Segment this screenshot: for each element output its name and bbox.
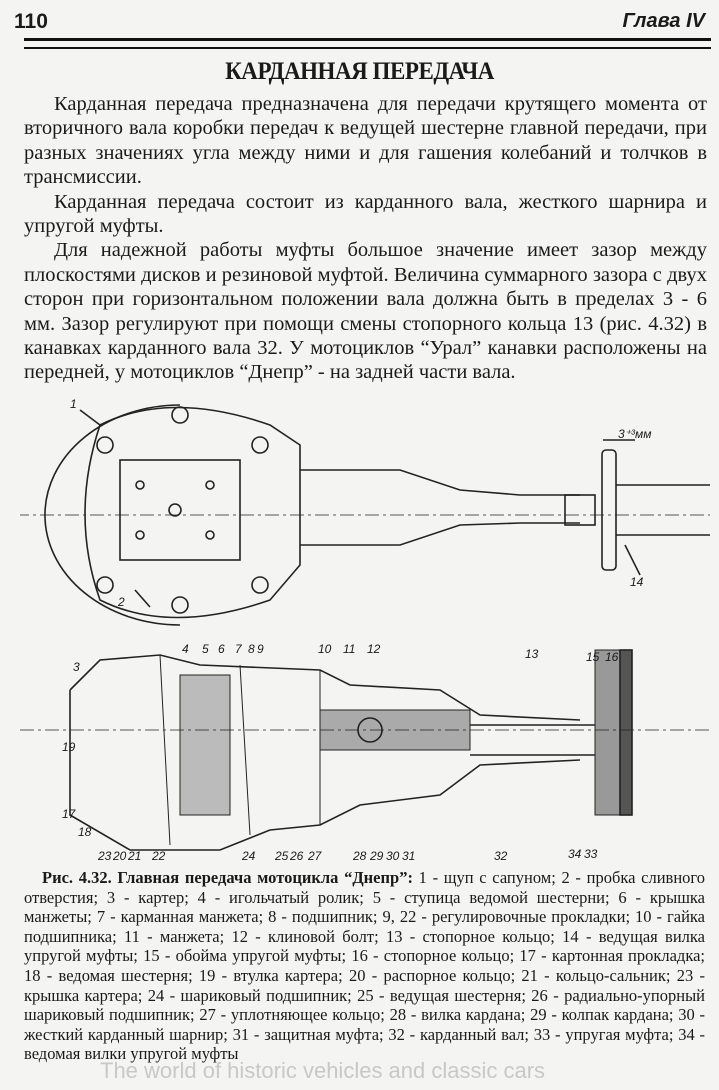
callout-label: 23: [98, 849, 112, 863]
callout-label: 18: [78, 825, 92, 839]
callout-label: 15: [586, 650, 600, 664]
callout-label: 29: [370, 849, 384, 863]
callout-label: 25: [275, 849, 289, 863]
callout-label: 10: [318, 642, 332, 656]
callout-label: 5: [202, 642, 209, 656]
paragraph: Карданная передача состоит из карданного…: [24, 190, 707, 238]
callout-label: 8: [248, 642, 255, 656]
caption-text: 1 - щуп с сапуном; 2 - пробка сливного о…: [24, 868, 706, 1064]
final-drive-drawing: [15, 404, 710, 851]
callout-label: 9: [257, 642, 264, 656]
callout-label: 14: [630, 575, 644, 589]
section-title: КАРДАННАЯ ПЕРЕДАЧА: [225, 58, 494, 85]
callout-label: 3: [73, 660, 80, 674]
callout-label: 12: [367, 642, 381, 656]
callout-label: 22: [152, 849, 166, 863]
callout-label: 17: [62, 807, 76, 821]
callout-label: 1: [70, 397, 77, 411]
caption-title: Рис. 4.32. Главная передача мотоцикла “Д…: [42, 868, 413, 887]
callout-label: 34: [568, 847, 582, 861]
figure-caption: Рис. 4.32. Главная передача мотоцикла “Д…: [24, 868, 705, 1064]
callout-label: 20: [113, 849, 127, 863]
top-view: [15, 404, 710, 626]
callout-label: 21: [128, 849, 142, 863]
callout-label: 7: [235, 642, 242, 656]
callout-label: 28: [353, 849, 367, 863]
callout-label: 32: [494, 849, 508, 863]
watermark: The world of historic vehicles and class…: [100, 1058, 546, 1083]
paragraph: Для надежной работы муфты большое значен…: [24, 239, 707, 384]
callout-label: 2: [118, 595, 125, 609]
callout-label: 33: [584, 847, 598, 861]
page-number: 110: [14, 10, 48, 33]
callout-label: 16: [605, 650, 619, 664]
page-header: 110 Глава IV: [14, 6, 705, 36]
callout-label: 4: [182, 642, 189, 656]
callout-label: 13: [525, 647, 539, 661]
callout-label: 11: [343, 642, 356, 656]
section-view: [20, 649, 710, 851]
paragraph: Карданная передача предназначена для пер…: [24, 93, 707, 189]
header-rule: [24, 38, 711, 49]
callout-label: 6: [218, 642, 225, 656]
callout-label: 19: [62, 740, 76, 754]
callout-label: 27: [308, 849, 322, 863]
callout-label: 26: [290, 849, 304, 863]
body-text: Карданная передача предназначена для пер…: [24, 92, 707, 385]
callout-label: 30: [386, 849, 400, 863]
callout-label: 3⁺³мм: [618, 427, 652, 441]
chapter-title: Глава IV: [622, 10, 705, 32]
callout-label: 24: [242, 849, 256, 863]
callout-label: 31: [402, 849, 416, 863]
